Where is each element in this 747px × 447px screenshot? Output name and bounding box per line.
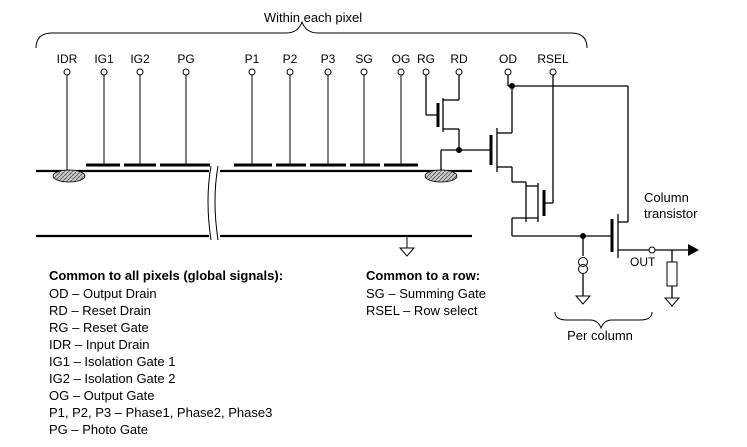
column-transistor-label-2: transistor: [644, 206, 698, 221]
global-item-rd: RD – Reset Drain: [49, 303, 151, 318]
substrate: [36, 165, 472, 241]
source-follower-transistor: [489, 128, 526, 183]
pin-label-og: OG: [392, 52, 411, 66]
pixel-brace-label: Within each pixel: [264, 10, 362, 25]
pin-label-rg: RG: [417, 52, 435, 66]
od-supply-wiring: [507, 75, 629, 223]
per-column-label: Per column: [567, 328, 633, 343]
row-item-sg: SG – Summing Gate: [366, 286, 486, 301]
global-item-phases: P1, P2, P3 – Phase1, Phase2, Phase3: [49, 405, 272, 420]
global-item-rg: RG – Reset Gate: [49, 320, 149, 335]
row-signals-legend: Common to a row: SG – Summing Gate RSEL …: [366, 268, 486, 318]
pin-label-idr: IDR: [57, 52, 78, 66]
pin-label-p1: P1: [245, 52, 260, 66]
gate-leads: [66, 75, 402, 170]
column-transistor-label-1: Column: [644, 190, 689, 205]
row-heading: Common to a row:: [366, 268, 480, 283]
floating-diffusion: [424, 169, 458, 183]
global-signals-legend: Common to all pixels (global signals): O…: [49, 268, 283, 437]
pixel-brace: [35, 20, 588, 49]
global-item-pg: PG – Photo Gate: [49, 422, 148, 437]
per-column-brace: [554, 311, 653, 330]
global-item-ig1: IG1 – Isolation Gate 1: [49, 354, 175, 369]
global-item-od: OD – Output Drain: [49, 286, 157, 301]
pin-label-p3: P3: [321, 52, 336, 66]
substrate-ground-icon: [398, 236, 416, 257]
global-item-idr: IDR – Input Drain: [49, 337, 149, 352]
pin-label-rsel: RSEL: [537, 52, 569, 66]
pin-label-ig2: IG2: [130, 52, 150, 66]
pin-label-pg: PG: [177, 52, 194, 66]
sense-node-wiring: [440, 147, 491, 170]
row-select-transistor: [511, 75, 612, 237]
row-item-rsel: RSEL – Row select: [366, 303, 478, 318]
column-transistor: [610, 214, 699, 258]
out-label: OUT: [630, 255, 656, 269]
global-heading: Common to all pixels (global signals):: [49, 268, 283, 283]
pin-label-ig1: IG1: [94, 52, 114, 66]
global-item-og: OG – Output Gate: [49, 388, 155, 403]
pin-terminals: [63, 68, 557, 76]
global-item-ig2: IG2 – Isolation Gate 2: [49, 371, 175, 386]
pin-label-od: OD: [499, 52, 517, 66]
current-source-icon: [574, 233, 592, 305]
load-resistor-icon: [663, 250, 681, 307]
reset-transistor: [425, 75, 460, 150]
input-diffusion: [52, 169, 86, 183]
pin-label-p2: P2: [283, 52, 298, 66]
pin-label-rd: RD: [450, 52, 468, 66]
pin-label-sg: SG: [355, 52, 372, 66]
